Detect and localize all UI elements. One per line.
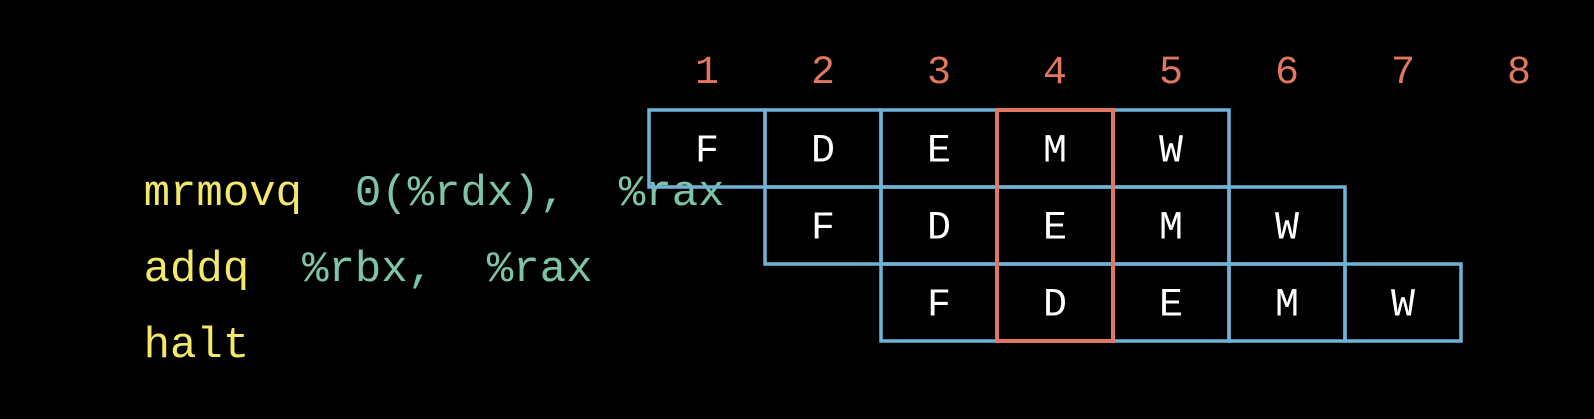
instruction-row-3: halt	[38, 274, 302, 418]
stage-label: W	[1391, 284, 1415, 329]
stage-label: D	[811, 130, 835, 175]
stage-label: M	[1159, 207, 1183, 252]
cycle-number-3: 3	[926, 51, 951, 96]
stage-label: D	[1043, 284, 1067, 329]
stage-label: F	[695, 130, 719, 175]
cycle-number-2: 2	[810, 51, 835, 96]
instruction-row-1: mrmovq 0(%rdx), %rax	[38, 122, 725, 266]
stage-label: M	[1275, 284, 1299, 329]
cycle-number-4: 4	[1042, 51, 1067, 96]
stage-label: W	[1159, 130, 1183, 175]
instruction-mnemonic: mrmovq	[143, 169, 303, 219]
stage-label: M	[1043, 130, 1067, 175]
stage-cell	[1343, 262, 1463, 343]
instruction-mnemonic: addq	[143, 245, 250, 295]
instruction-row-2: addq %rbx, %rax	[38, 198, 593, 342]
pipeline-diagram: mrmovq 0(%rdx), %rax addq %rbx, %rax hal…	[38, 51, 1531, 370]
cycle-number-1: 1	[694, 51, 719, 96]
stage-label: E	[927, 130, 951, 175]
cycle-number-7: 7	[1390, 51, 1415, 96]
stage-label: F	[927, 284, 951, 329]
instruction-operands: %rbx, %rax	[302, 245, 593, 295]
highlight-cycle-column	[995, 108, 1115, 343]
cycle-number-8: 8	[1506, 51, 1531, 96]
stage-label: E	[1159, 284, 1183, 329]
cycle-number-6: 6	[1274, 51, 1299, 96]
instruction-operands: 0(%rdx), %rax	[354, 169, 725, 219]
cycle-number-5: 5	[1158, 51, 1183, 96]
stage-label: D	[927, 207, 951, 252]
stage-label: W	[1275, 207, 1299, 252]
instruction-mnemonic: halt	[143, 321, 250, 371]
stage-label: F	[811, 207, 835, 252]
stage-label: E	[1043, 207, 1067, 252]
